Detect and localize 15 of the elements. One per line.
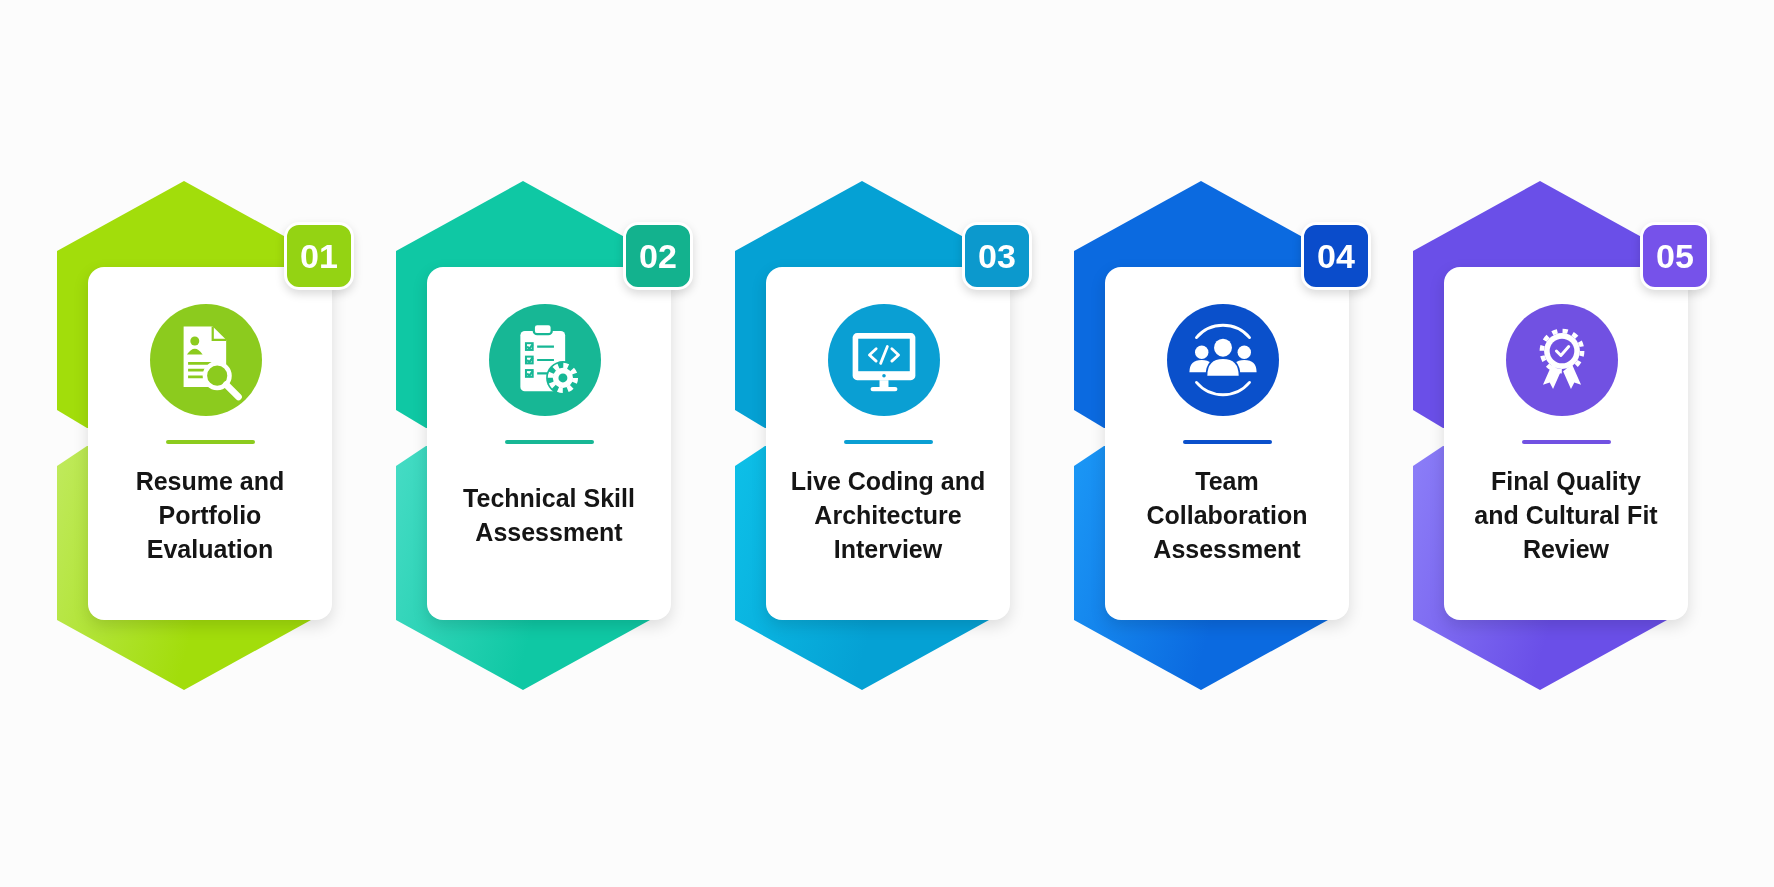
- step-number-badge: 01: [284, 222, 354, 290]
- step-title: Live Coding and Architecture Interview: [789, 466, 987, 565]
- step-card: [427, 267, 671, 620]
- step-title: Resume and Portfolio Evaluation: [134, 466, 286, 565]
- step-number-badge: 04: [1301, 222, 1371, 290]
- step-number-badge: 02: [623, 222, 693, 290]
- step-number-badge: 03: [962, 222, 1032, 290]
- step-title: Final Quality and Cultural Fit Review: [1473, 466, 1659, 565]
- step-title: Team Collaboration Assessment: [1145, 466, 1309, 565]
- step-card: [88, 267, 332, 620]
- step-card: [766, 267, 1010, 620]
- step-title: Technical Skill Assessment: [462, 483, 636, 548]
- step-card: [1105, 267, 1349, 620]
- step-number-badge: 05: [1640, 222, 1710, 290]
- step-card: [1444, 267, 1688, 620]
